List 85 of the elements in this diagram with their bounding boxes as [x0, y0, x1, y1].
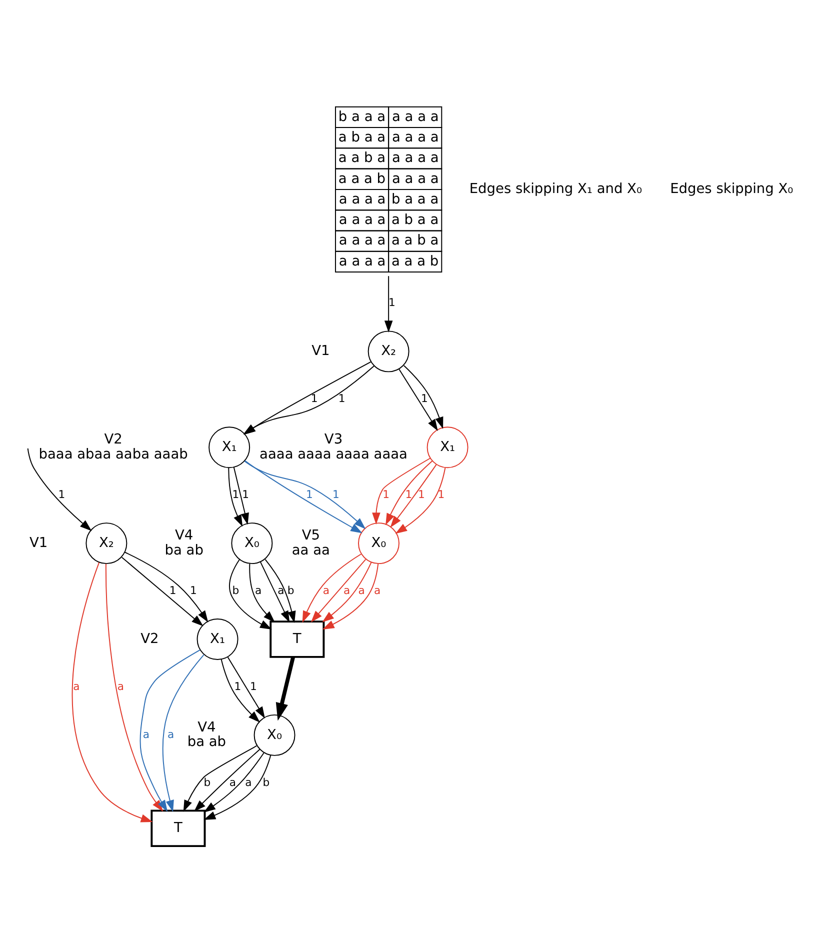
edge-label: 1	[232, 488, 240, 501]
edge-label: b	[287, 584, 294, 597]
edge-label: a	[245, 775, 252, 788]
edge-label: 1	[418, 488, 425, 501]
edge-label: 1	[338, 392, 346, 405]
arrow	[220, 658, 260, 722]
arrow	[194, 748, 260, 812]
arrow	[229, 558, 272, 629]
edge-label: a	[117, 679, 124, 692]
node-circle: X₀	[231, 522, 273, 564]
arrow	[276, 656, 296, 720]
arrow	[372, 457, 431, 524]
edge-label: 1	[250, 679, 257, 692]
arrow	[27, 448, 92, 530]
edge-label: a	[374, 584, 381, 597]
arrow	[233, 466, 249, 524]
edge-label: 1	[190, 584, 197, 597]
arrow	[395, 466, 446, 534]
edge-label: a	[343, 584, 350, 597]
node-label: baaa abaa aaba aaab	[38, 446, 188, 462]
arrow	[310, 558, 366, 622]
node-label: V4	[175, 527, 194, 544]
edge-label: b	[232, 584, 240, 597]
arrow	[204, 752, 264, 812]
edge-label: 1	[234, 679, 242, 692]
node-label: V5	[302, 527, 320, 544]
node-box: T	[270, 620, 325, 658]
node-label: ba ab	[164, 542, 204, 558]
arrow	[227, 656, 265, 718]
arrow	[384, 275, 393, 332]
arrow	[249, 562, 275, 622]
node-label: V4	[198, 718, 216, 735]
node-circle: X₁	[208, 426, 250, 468]
node-circle: X₁	[196, 618, 238, 660]
edge-label: 1	[382, 488, 390, 501]
edge-label: a	[322, 584, 330, 597]
edge-label: 1	[58, 488, 66, 501]
edge-label: b	[204, 775, 211, 788]
node-circle: X₂	[368, 330, 410, 372]
node-label: V2	[104, 431, 122, 448]
arrow	[322, 562, 379, 629]
arrow	[302, 553, 362, 622]
edge-label: a	[255, 584, 262, 597]
edge-label: 1	[438, 488, 445, 501]
arrow	[260, 560, 290, 622]
arrow	[140, 648, 201, 812]
edge-label: 1	[242, 488, 249, 501]
edge-label: a	[278, 584, 284, 597]
arrow	[204, 754, 272, 820]
label: Edges skipping X₁ and X₀	[469, 180, 642, 197]
edge-label: 1	[421, 392, 428, 405]
edge-label: 1	[306, 488, 313, 501]
edge-label: a	[168, 727, 174, 740]
arrow	[398, 368, 438, 430]
arrow	[403, 364, 444, 428]
arrow	[183, 744, 258, 812]
node-label: V2	[140, 630, 159, 646]
arrow	[228, 466, 243, 526]
edge-label: a	[73, 679, 80, 692]
node-circle: X₂	[86, 522, 128, 564]
node-circle: X₁	[426, 426, 468, 468]
node-label: V3	[324, 431, 343, 448]
node-label: aa aa	[292, 542, 330, 558]
node-circle: X₀	[254, 714, 296, 756]
arrow	[264, 558, 296, 622]
edge-label: b	[262, 775, 270, 788]
edge-label: a	[358, 584, 365, 597]
edge-label: 1	[310, 392, 318, 405]
arrow	[322, 562, 372, 622]
edge-label: a	[142, 727, 150, 740]
arrow	[162, 654, 204, 812]
node-label: V1	[312, 342, 330, 359]
node-label: V1	[30, 534, 48, 550]
edge-label: 1	[405, 488, 412, 501]
node-label: aaaa aaaa aaaa aaaa	[260, 446, 408, 462]
edge-label: 1	[332, 488, 340, 501]
node-label: ba ab	[187, 734, 226, 750]
node-circle: X₀	[358, 522, 400, 564]
edge-label: 1	[388, 296, 396, 309]
node-box: T	[150, 809, 206, 847]
edge-label: 1	[169, 584, 176, 597]
arrow	[105, 562, 164, 812]
edge-label: a	[229, 775, 236, 788]
arrow	[72, 561, 153, 822]
label: Edges skipping X₀	[670, 180, 794, 197]
